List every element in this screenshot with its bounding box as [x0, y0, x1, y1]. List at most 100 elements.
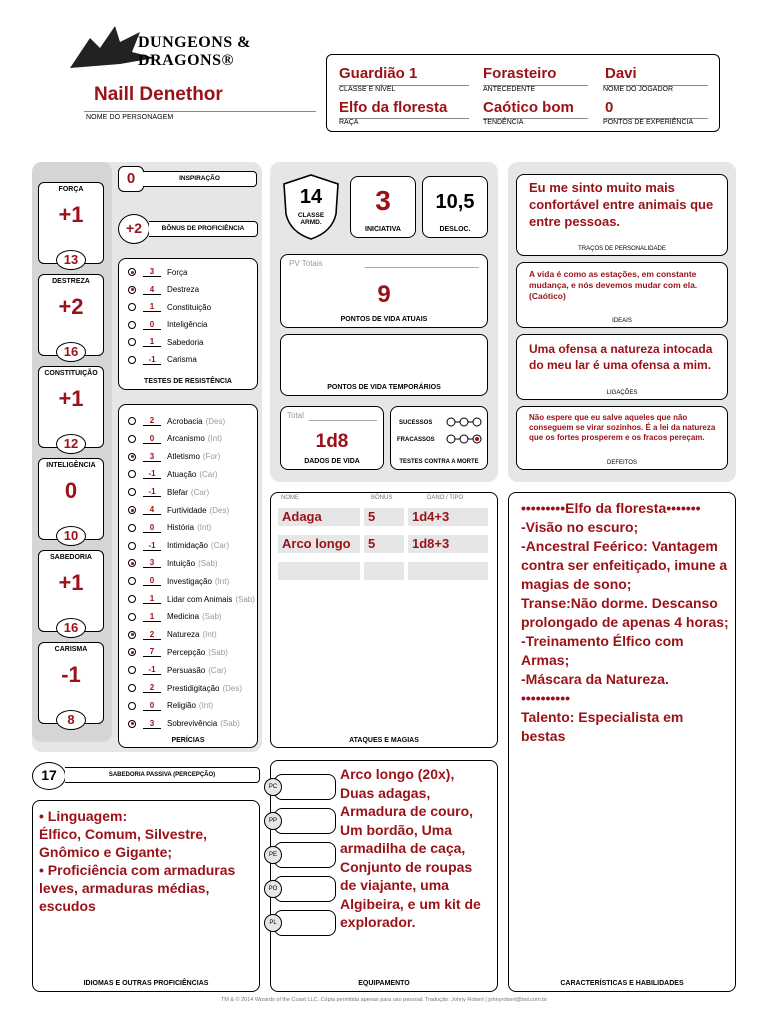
- save-value[interactable]: 4: [143, 285, 161, 295]
- speed-value[interactable]: 10,5: [435, 191, 475, 213]
- coin-box-po[interactable]: PO: [264, 874, 340, 904]
- race-value[interactable]: Elfo da floresta: [339, 99, 448, 116]
- skill-proficiency-dot[interactable]: [128, 470, 136, 479]
- skill-proficiency-dot[interactable]: [128, 684, 136, 692]
- skill-proficiency-dot[interactable]: [128, 719, 136, 728]
- charisma-mod[interactable]: -1: [61, 662, 81, 687]
- skill-value[interactable]: -1: [143, 541, 161, 551]
- attack-damage-3[interactable]: [408, 562, 488, 580]
- save-value[interactable]: 1: [143, 337, 161, 347]
- wisdom-mod[interactable]: +1: [58, 570, 84, 595]
- skill-value[interactable]: 4: [143, 505, 161, 515]
- skill-value[interactable]: 3: [143, 719, 161, 729]
- coin-box-pc[interactable]: PC: [264, 772, 340, 802]
- save-proficiency-dot[interactable]: [128, 320, 136, 329]
- wisdom-score[interactable]: 16: [56, 618, 86, 638]
- attack-damage-1[interactable]: 1d4+3: [408, 508, 488, 526]
- skill-value[interactable]: 2: [143, 683, 161, 693]
- success-circles[interactable]: [445, 416, 485, 428]
- skill-value[interactable]: -1: [143, 665, 161, 676]
- skill-value[interactable]: 2: [143, 416, 161, 426]
- save-value[interactable]: -1: [143, 355, 161, 365]
- coin-box-pe[interactable]: PE: [264, 840, 340, 870]
- inspiration-value[interactable]: 0: [118, 166, 144, 192]
- constitution-score[interactable]: 12: [56, 434, 86, 454]
- armor-class-value[interactable]: 14: [299, 186, 323, 208]
- skill-proficiency-dot[interactable]: [128, 701, 136, 710]
- skill-value[interactable]: 0: [143, 434, 161, 444]
- ideals-text[interactable]: A vida é como as estações, em constante …: [529, 269, 698, 301]
- attack-name-3[interactable]: [278, 562, 360, 580]
- hit-dice-value[interactable]: 1d8: [315, 431, 349, 452]
- attack-damage-2[interactable]: 1d8+3: [408, 535, 488, 553]
- passive-perception-value[interactable]: 17: [32, 762, 66, 790]
- intelligence-score[interactable]: 10: [56, 526, 86, 546]
- skill-proficiency-dot[interactable]: [128, 595, 136, 603]
- save-proficiency-dot[interactable]: [128, 355, 136, 364]
- skill-proficiency-dot[interactable]: [128, 541, 136, 550]
- skill-value[interactable]: 0: [143, 701, 161, 711]
- fail-circles[interactable]: [445, 433, 485, 445]
- skill-proficiency-dot[interactable]: [128, 488, 136, 497]
- coin-box-pp[interactable]: PP: [264, 806, 340, 836]
- dexterity-mod[interactable]: +2: [58, 294, 84, 319]
- skill-value[interactable]: 1: [143, 612, 161, 622]
- skill-proficiency-dot[interactable]: [128, 417, 136, 425]
- equipment-text[interactable]: Arco longo (20x), Duas adagas, Armadura …: [340, 766, 481, 930]
- proficiency-value[interactable]: +2: [118, 214, 150, 244]
- skill-proficiency-dot[interactable]: [128, 648, 136, 657]
- player-name-value[interactable]: Davi: [605, 65, 637, 82]
- skill-proficiency-dot[interactable]: [128, 506, 136, 514]
- save-value[interactable]: 3: [143, 267, 161, 277]
- hp-temp-box[interactable]: PONTOS DE VIDA TEMPORÁRIOS: [280, 334, 488, 396]
- save-proficiency-dot[interactable]: [128, 338, 136, 346]
- background-value[interactable]: Forasteiro: [483, 65, 557, 82]
- skill-value[interactable]: 0: [143, 523, 161, 533]
- skill-value[interactable]: 3: [143, 558, 161, 569]
- intelligence-mod[interactable]: 0: [64, 478, 78, 503]
- skill-value[interactable]: -1: [143, 469, 161, 480]
- initiative-value[interactable]: 3: [375, 185, 391, 216]
- strength-score[interactable]: 13: [56, 250, 86, 270]
- save-proficiency-dot[interactable]: [128, 285, 136, 294]
- flaws-text[interactable]: Não espere que eu salve aqueles que não …: [529, 413, 716, 442]
- skill-value[interactable]: 1: [143, 594, 161, 604]
- alignment-value[interactable]: Caótico bom: [483, 99, 574, 116]
- skill-proficiency-dot[interactable]: [128, 612, 136, 621]
- skill-value[interactable]: 3: [143, 452, 161, 462]
- attack-bonus-2[interactable]: 5: [364, 535, 404, 553]
- charisma-score[interactable]: 8: [56, 710, 86, 730]
- skill-value[interactable]: 2: [143, 630, 161, 640]
- features-text[interactable]: •••••••••Elfo da floresta•••••••-Visão n…: [521, 499, 731, 746]
- skill-proficiency-dot[interactable]: [128, 577, 136, 586]
- class-level-value[interactable]: Guardião 1: [339, 65, 418, 82]
- skill-proficiency-dot[interactable]: [128, 630, 136, 639]
- constitution-mod[interactable]: +1: [58, 386, 84, 411]
- hp-current-value[interactable]: 9: [377, 281, 391, 308]
- attack-bonus-1[interactable]: 5: [364, 508, 404, 526]
- skill-value[interactable]: 7: [143, 647, 161, 658]
- save-value[interactable]: 0: [143, 320, 161, 330]
- save-proficiency-dot[interactable]: [128, 268, 136, 276]
- bonds-text[interactable]: Uma ofensa a natureza intocada do meu la…: [529, 342, 713, 372]
- attack-bonus-3[interactable]: [364, 562, 404, 580]
